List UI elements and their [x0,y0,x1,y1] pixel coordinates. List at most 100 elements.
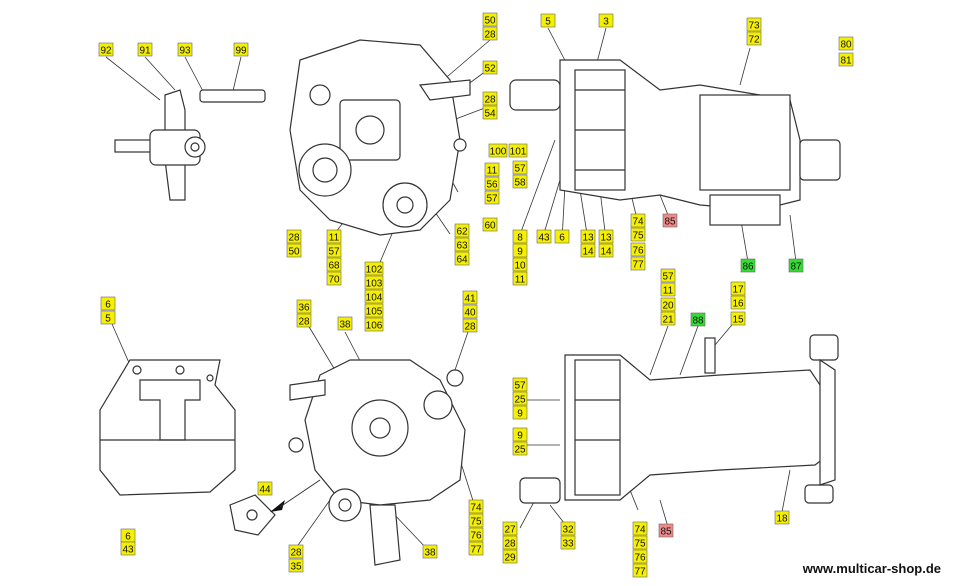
part-label-box [512,229,528,244]
part-label-box [488,143,508,158]
part-label-box [560,535,576,550]
part-label-box [540,13,556,28]
part-label-box [730,295,746,310]
part-label-text: 32 [562,525,574,536]
part-label-box [536,229,552,244]
part-label-36: 36 [296,299,312,314]
part-label-box [788,258,804,273]
part-label-8: 8 [512,229,528,244]
part-label-text: 99 [235,46,247,57]
part-label-63: 63 [454,237,470,252]
part-label-56: 56 [484,176,500,191]
part-label-86: 86 [740,258,756,273]
part-label-text: 64 [456,255,468,266]
part-label-87: 87 [788,258,804,273]
part-label-text: 28 [484,30,496,41]
part-label-text: 40 [464,308,476,319]
part-label-text: 76 [634,553,646,564]
part-label-text: 50 [484,16,496,27]
part-label-box [326,243,342,258]
part-label-text: 75 [470,517,482,528]
part-label-43: 43 [120,541,136,556]
part-label-text: 25 [514,445,526,456]
part-label-text: 6 [559,233,565,244]
part-label-box [690,312,706,327]
part-label-box [740,258,756,273]
part-label-75: 75 [630,227,646,242]
part-label-box [326,229,342,244]
part-label-text: 104 [366,293,383,304]
part-label-text: 36 [298,303,310,314]
part-label-text: 18 [776,514,788,525]
part-label-text: 43 [122,545,134,556]
part-label-28: 28 [482,26,498,41]
part-label-text: 77 [632,260,644,271]
part-label-text: 11 [663,286,674,297]
part-label-text: 10 [514,261,526,272]
part-label-17: 17 [730,281,746,296]
transmission-front-housing [289,39,471,236]
part-label-38: 38 [422,544,438,559]
part-label-99: 99 [233,42,249,57]
part-label-box [502,535,518,550]
part-label-text: 57 [514,381,526,392]
part-label-box [454,251,470,266]
part-label-box [598,243,614,258]
part-label-box [98,42,114,57]
part-label-74: 74 [468,499,484,514]
part-label-13: 13 [580,229,596,244]
part-label-28: 28 [296,313,312,328]
part-label-text: 21 [662,315,674,326]
part-label-text: 74 [470,503,482,514]
part-label-85: 85 [662,213,678,228]
part-label-text: 70 [328,275,340,286]
part-label-box [560,521,576,536]
part-label-text: 50 [288,247,300,258]
part-label-box [512,174,528,189]
part-label-27: 27 [502,521,518,536]
part-label-60: 60 [482,217,498,232]
part-label-box [326,257,342,272]
part-label-box [233,42,249,57]
part-label-text: 106 [366,321,383,332]
part-label-text: 13 [600,233,612,244]
part-label-box [484,162,500,177]
part-label-text: 11 [329,233,340,244]
part-label-5: 5 [540,13,556,28]
part-label-text: 9 [517,409,523,420]
part-label-43: 43 [536,229,552,244]
part-label-box [484,190,500,205]
part-label-77: 77 [630,256,646,271]
part-label-box [364,317,384,332]
part-label-103: 103 [364,275,384,290]
part-label-text: 28 [290,548,302,559]
part-label-box [482,217,498,232]
part-label-35: 35 [288,558,304,573]
part-label-text: 38 [339,320,351,331]
part-label-box [632,535,648,550]
part-label-box [482,105,498,120]
housing-gasket [99,359,236,496]
part-label-13: 13 [598,229,614,244]
part-label-box [512,243,528,258]
part-label-74: 74 [630,213,646,228]
part-label-box [482,91,498,106]
part-label-box [630,242,646,257]
part-label-text: 52 [484,64,496,75]
transmission-side-view-bottom [519,334,839,504]
part-label-text: 57 [486,194,498,205]
part-label-text: 85 [660,527,672,538]
part-label-76: 76 [630,242,646,257]
part-label-text: 93 [179,46,191,57]
part-label-32: 32 [560,521,576,536]
part-label-text: 102 [366,265,383,276]
part-label-text: 16 [732,299,744,310]
part-label-text: 75 [634,539,646,550]
part-label-text: 80 [840,40,852,51]
website-watermark[interactable]: www.multicar-shop.de [802,561,941,576]
part-label-93: 93 [177,42,193,57]
part-label-box [632,549,648,564]
part-label-text: 72 [748,35,760,46]
part-label-57: 57 [512,160,528,175]
part-label-text: 92 [100,46,112,57]
